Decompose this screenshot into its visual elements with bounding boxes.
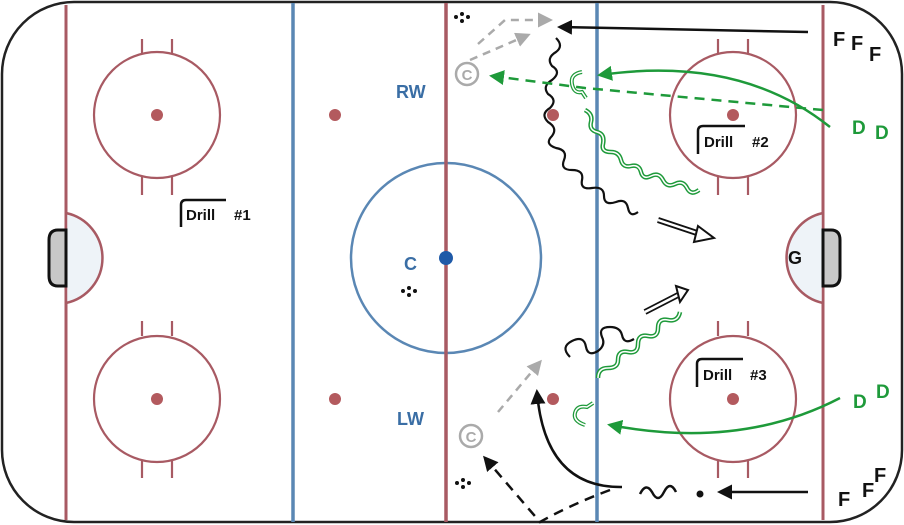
- hollow-arrow-icon: [657, 217, 717, 244]
- black-wavy-skate: [543, 37, 639, 216]
- black-wavy-skate: [638, 484, 678, 500]
- svg-text:F: F: [869, 44, 881, 66]
- forwards-top-group: F F F: [833, 29, 881, 66]
- svg-text:#1: #1: [234, 207, 251, 224]
- drill-1-label: Drill #1: [179, 198, 251, 227]
- faceoff-dot: [727, 109, 739, 121]
- svg-text:Drill: Drill: [186, 207, 215, 224]
- svg-text:D: D: [853, 392, 867, 413]
- left-net: [47, 228, 68, 288]
- position-c: C: [404, 254, 417, 274]
- gray-pass-path: [469, 32, 531, 62]
- neutral-dot: [329, 393, 341, 405]
- neutral-dot: [329, 109, 341, 121]
- svg-text:F: F: [838, 489, 850, 511]
- defense-bottom-group: D D: [853, 382, 890, 413]
- gray-pass-path: [497, 359, 542, 413]
- svg-text:C: C: [462, 67, 473, 84]
- drill-3-label: Drill #3: [695, 357, 767, 387]
- neutral-dot: [547, 393, 559, 405]
- left-bottom-faceoff-circle: [92, 321, 222, 478]
- svg-text:C: C: [466, 429, 477, 446]
- svg-text:F: F: [833, 29, 845, 51]
- svg-text:Drill: Drill: [703, 367, 732, 384]
- drill-2-label: Drill #2: [696, 124, 769, 154]
- faceoff-dot: [151, 393, 163, 405]
- faceoff-dot: [151, 109, 163, 121]
- right-top-faceoff-circle: [668, 39, 798, 195]
- center-faceoff-dot: [439, 251, 453, 265]
- svg-text:D: D: [876, 382, 890, 403]
- puck-pile-icon: [401, 286, 417, 297]
- left-crease: [64, 211, 104, 305]
- green-skate-path: [597, 65, 831, 128]
- svg-text:D: D: [875, 123, 889, 144]
- position-goalie: G: [788, 248, 802, 268]
- svg-text:F: F: [851, 33, 863, 55]
- right-net: [821, 228, 842, 288]
- svg-text:D: D: [852, 118, 866, 139]
- neutral-dot: [547, 109, 559, 121]
- forwards-bottom-group: F F F: [838, 465, 886, 511]
- puck-pile-icon: [454, 12, 470, 23]
- black-skate-path: [557, 19, 809, 35]
- black-wavy-skate: [564, 325, 635, 358]
- black-pass-path: [483, 455, 611, 524]
- hollow-arrow-icon: [643, 284, 690, 315]
- svg-text:Drill: Drill: [704, 134, 733, 151]
- position-rw: RW: [396, 82, 426, 102]
- svg-text:#2: #2: [752, 134, 769, 151]
- faceoff-dot: [727, 393, 739, 405]
- right-crease: [785, 211, 825, 305]
- svg-text:#3: #3: [750, 367, 767, 384]
- coach-icon-top: C: [454, 61, 480, 87]
- left-top-faceoff-circle: [92, 39, 222, 195]
- green-pass-path: [489, 70, 824, 112]
- puck-pile-icon: [455, 478, 471, 489]
- defense-top-group: D D: [852, 118, 889, 144]
- puck-icon: [696, 490, 704, 498]
- svg-text:F: F: [874, 465, 886, 487]
- black-skate-path: [530, 389, 623, 489]
- svg-text:F: F: [862, 480, 874, 502]
- green-skate-path: [607, 396, 841, 435]
- position-lw: LW: [397, 409, 424, 429]
- right-bottom-faceoff-circle: [668, 321, 798, 478]
- coach-icon-bottom: C: [458, 423, 484, 449]
